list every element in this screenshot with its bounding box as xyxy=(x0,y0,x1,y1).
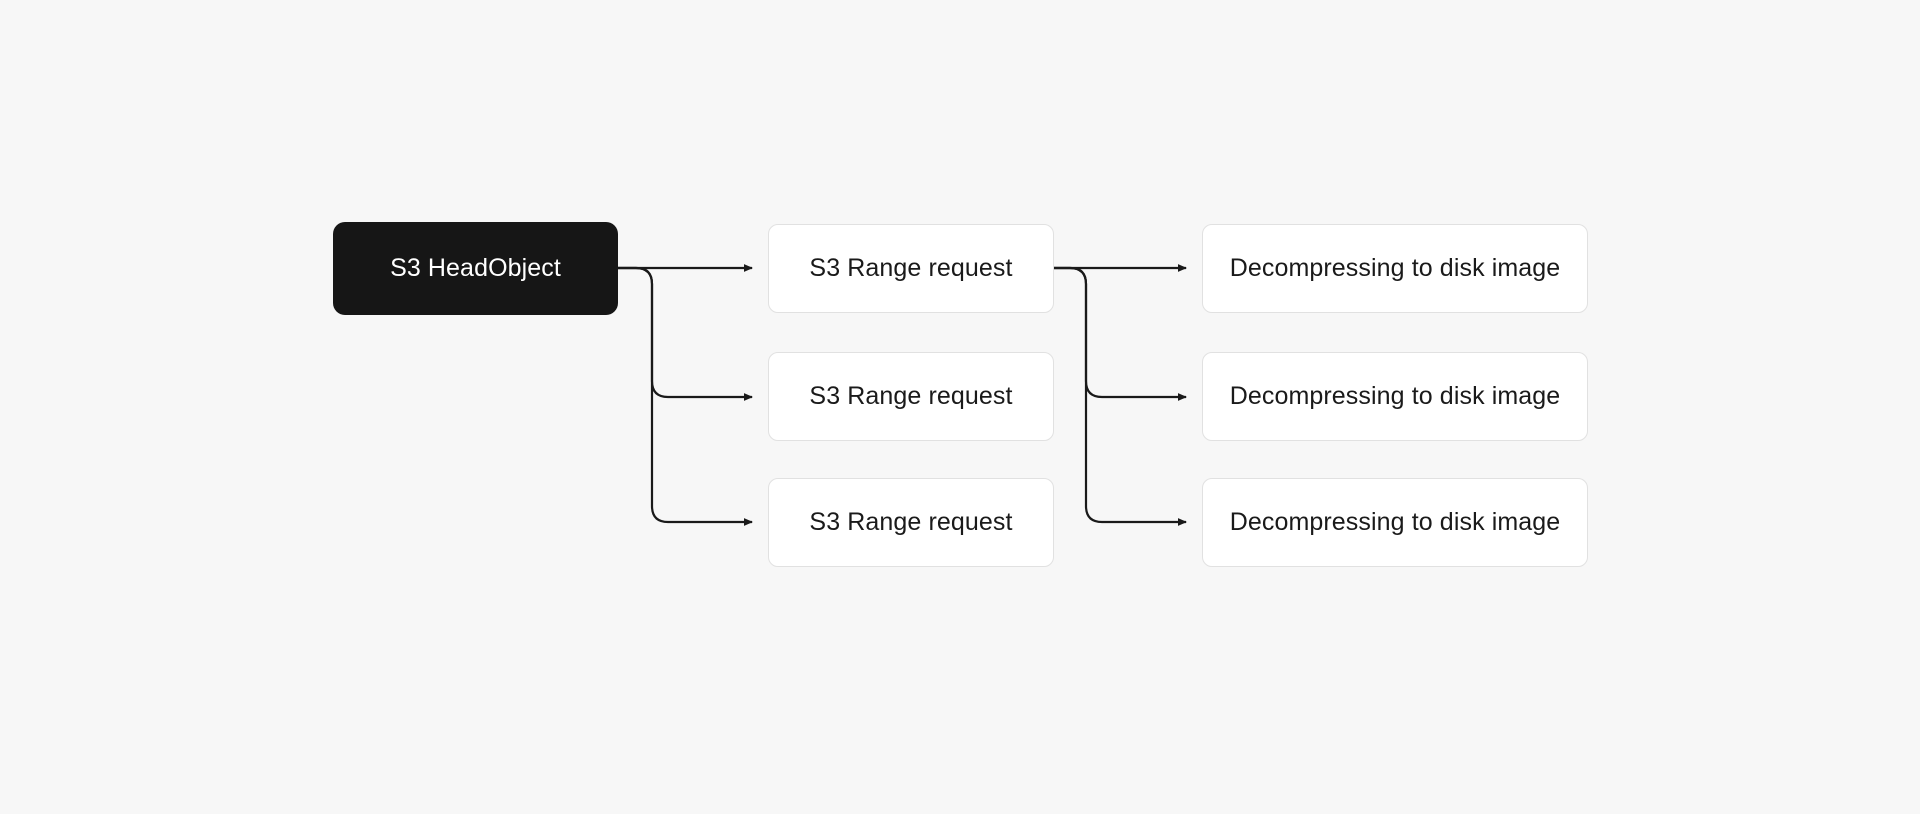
node-label-decompressing-to-disk-image-1: Decompressing to disk image xyxy=(1229,254,1561,282)
node-label-s3-head-object: S3 HeadObject xyxy=(390,254,561,282)
node-label-s3-range-request-2: S3 Range request xyxy=(809,382,1013,410)
node-decompressing-to-disk-image-3[interactable]: Decompressing to disk image xyxy=(1202,478,1588,567)
node-label-decompressing-to-disk-image-2: Decompressing to disk image xyxy=(1229,382,1561,410)
node-s3-head-object[interactable]: S3 HeadObject xyxy=(333,222,618,315)
edge-head-object-to-range-request-2 xyxy=(618,266,753,401)
node-label-decompressing-to-disk-image-3: Decompressing to disk image xyxy=(1229,508,1561,536)
edge-range-request-1-to-decompress-3 xyxy=(1054,266,1187,526)
node-label-s3-range-request-3: S3 Range request xyxy=(809,508,1013,536)
node-decompressing-to-disk-image-1[interactable]: Decompressing to disk image xyxy=(1202,224,1588,313)
node-label-s3-range-request-1: S3 Range request xyxy=(809,254,1013,282)
node-s3-range-request-1[interactable]: S3 Range request xyxy=(768,224,1054,313)
node-s3-range-request-3[interactable]: S3 Range request xyxy=(768,478,1054,567)
edge-range-request-1-to-decompress-2 xyxy=(1054,266,1187,401)
node-s3-range-request-2[interactable]: S3 Range request xyxy=(768,352,1054,441)
edge-head-object-to-range-request-3 xyxy=(618,266,753,526)
node-decompressing-to-disk-image-2[interactable]: Decompressing to disk image xyxy=(1202,352,1588,441)
